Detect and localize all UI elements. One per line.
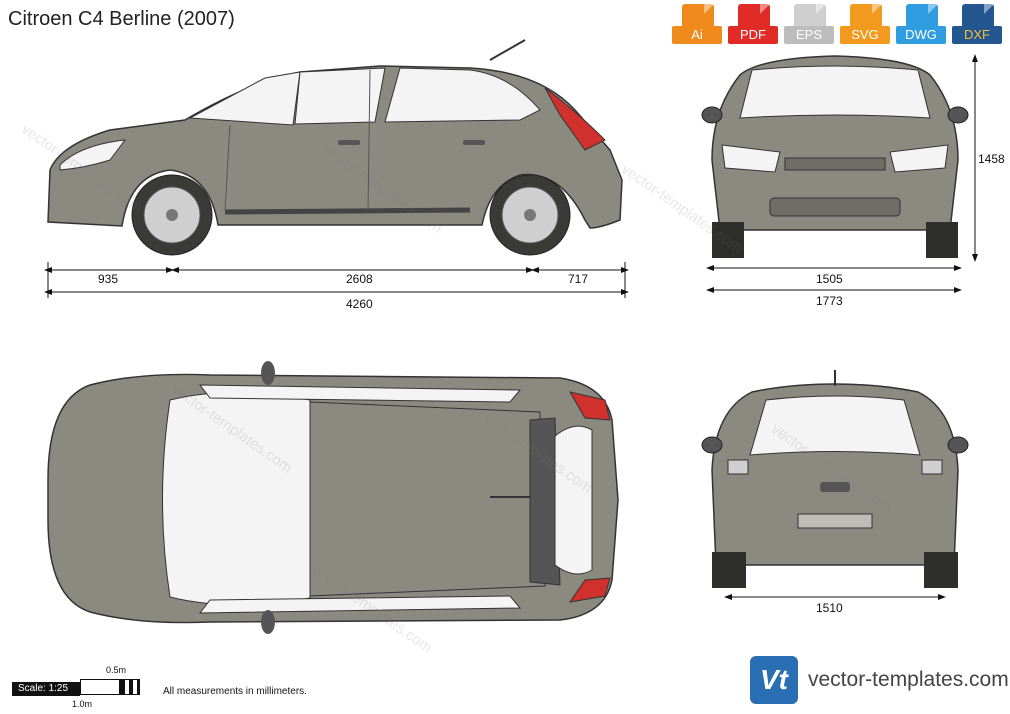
front-track-dim: 1505 — [816, 272, 843, 286]
rear-overhang-dim: 717 — [568, 272, 589, 286]
side-view — [44, 39, 629, 298]
dxf-label: DXF — [952, 26, 1002, 44]
width-dim: 1773 — [816, 294, 843, 308]
scale-half-meter: 0.5m — [106, 665, 127, 675]
brand-site[interactable]: vector-templates.com — [808, 668, 1009, 691]
ai-file-icon[interactable]: Ai — [672, 4, 722, 44]
eps-file-icon[interactable]: EPS — [784, 4, 834, 44]
front-view — [701, 54, 978, 293]
rear-track-dim: 1510 — [816, 601, 843, 615]
ai-label: Ai — [672, 26, 722, 44]
svg-file-icon[interactable]: SVG — [840, 4, 890, 44]
eps-label: EPS — [784, 26, 834, 44]
scale-one-meter: 1.0m — [72, 699, 93, 709]
dxf-file-icon[interactable]: DXF — [952, 4, 1002, 44]
dwg-label: DWG — [896, 26, 946, 44]
measurement-note: All measurements in millimeters. — [163, 686, 307, 697]
front-overhang-dim: 935 — [98, 272, 119, 286]
svg-label: SVG — [840, 26, 890, 44]
format-icons: Ai PDF EPS SVG DWG DXF — [672, 4, 1002, 44]
scale-bar-ticks — [120, 679, 140, 695]
scale-label: Scale: 1:25 — [12, 682, 80, 696]
page-title: Citroen C4 Berline (2007) — [8, 8, 235, 30]
length-dim: 4260 — [346, 297, 373, 311]
dwg-file-icon[interactable]: DWG — [896, 4, 946, 44]
pdf-label: PDF — [728, 26, 778, 44]
scale-bar-white — [80, 679, 120, 695]
wheelbase-dim: 2608 — [346, 272, 373, 286]
rear-view — [701, 370, 969, 600]
brand-logo-icon: Vt — [750, 656, 798, 704]
top-view — [47, 361, 619, 634]
height-dim: 1458 — [978, 152, 1005, 166]
pdf-file-icon[interactable]: PDF — [728, 4, 778, 44]
